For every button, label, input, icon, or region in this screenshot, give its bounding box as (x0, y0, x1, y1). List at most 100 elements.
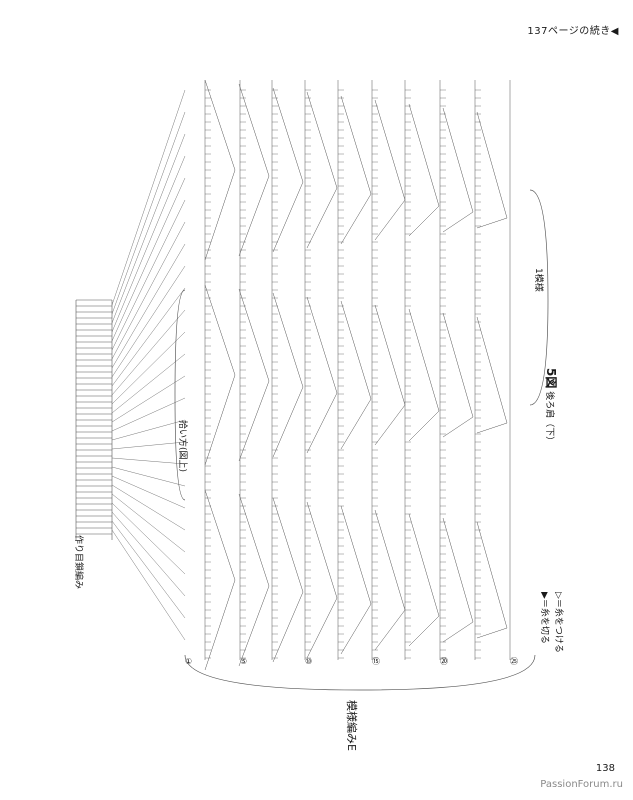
stitch-line (111, 111, 186, 315)
stitch-line (111, 133, 186, 324)
pickup-bracket (174, 289, 186, 501)
row-number: ⑤ (240, 657, 247, 666)
stitch-line (111, 375, 186, 423)
stitch-line (476, 422, 508, 434)
legend-attach: ▷＝糸をつける (553, 592, 563, 653)
stitch-line (238, 175, 270, 257)
stitch-line (408, 513, 440, 617)
stitch-line (204, 79, 236, 171)
stitch-line (442, 621, 474, 643)
stitch-line (111, 221, 186, 360)
stitch-line (340, 505, 372, 605)
continued-note: 137ページの続き◀ (527, 26, 619, 37)
stitch-line (476, 521, 508, 629)
stitch-line (111, 493, 186, 553)
stitch-line (111, 502, 186, 575)
stitch-line (111, 155, 186, 333)
stitch-line (238, 493, 270, 587)
stitch-line (111, 457, 186, 465)
stitch-line (111, 265, 186, 378)
stitch-line (476, 111, 508, 219)
stitch-line (408, 615, 440, 647)
stitch-line (111, 353, 186, 414)
stitch-line (272, 497, 304, 593)
stitch-line (306, 392, 338, 454)
stitch-line (408, 103, 440, 207)
stitch-line (238, 585, 270, 667)
watermark: PassionForum.ru (540, 779, 623, 790)
stitch-line (408, 410, 440, 442)
pattern-e-label: 模様編みE (345, 700, 358, 751)
stitch-line (442, 107, 474, 213)
stitch-line (340, 398, 372, 450)
legend-cut: ▶＝糸を切る (539, 592, 549, 644)
pickup-note: 拾い方(図上) (177, 420, 187, 473)
stitch-line (374, 404, 406, 446)
page-number: 138 (595, 763, 615, 774)
row-number: ⑩ (305, 657, 312, 666)
stitch-line (111, 419, 186, 441)
stitch-line (111, 177, 186, 342)
figure-subtitle: 後ろ肩（下） (544, 391, 554, 446)
stitch-line (272, 292, 304, 388)
start-chain-label: 作り目鎖編み (73, 535, 83, 590)
stitch-line (306, 187, 338, 249)
pattern-bracket (184, 654, 536, 691)
stitch-line (306, 597, 338, 659)
figure-title-block: 5図 後ろ肩（下） (543, 368, 560, 445)
stitch-line (111, 243, 186, 369)
stitch-line (111, 331, 186, 405)
stitch-line (340, 95, 372, 195)
stitch-line (442, 517, 474, 623)
stitch-line (442, 312, 474, 418)
stitch-line (204, 579, 236, 671)
stitch-line (340, 603, 372, 655)
stitch-line (374, 99, 406, 201)
stitch-line (111, 511, 186, 597)
stitch-line (111, 89, 186, 306)
stitch-line (204, 169, 236, 261)
stitch-line (111, 466, 186, 487)
stitch-line (272, 386, 304, 458)
stitch-line (111, 520, 186, 619)
stitch-line (272, 591, 304, 663)
stitch-line (306, 91, 338, 189)
row-number: ⑳ (440, 657, 448, 666)
stitch-line (374, 609, 406, 651)
stitch-line (374, 509, 406, 611)
stitch-line (306, 296, 338, 394)
stitch-line (238, 380, 270, 462)
stitch-line (340, 193, 372, 245)
stitch-line (111, 475, 186, 509)
stitch-line (272, 87, 304, 183)
stitch-line (111, 397, 186, 432)
stitch-line (111, 441, 186, 450)
row-number: ① (185, 657, 192, 666)
stitch-line (442, 416, 474, 438)
stitch-line (204, 284, 236, 376)
row-number: ⑮ (372, 657, 380, 666)
stitch-line (111, 529, 186, 641)
stitch-line (111, 309, 186, 396)
stitch-line (340, 300, 372, 400)
stitch-line (111, 287, 186, 387)
stitch-line (476, 627, 508, 639)
stitch-line (204, 489, 236, 581)
stitch-line (408, 308, 440, 412)
stitch-line (204, 374, 236, 466)
repeat-bracket (529, 189, 549, 406)
stitch-line (408, 205, 440, 237)
stitch-line (442, 211, 474, 233)
repeat-label: 1模様 (533, 268, 543, 292)
stitch-line (238, 83, 270, 177)
stitch-line (111, 484, 186, 531)
stitch-line (306, 501, 338, 599)
stitch-line (476, 217, 508, 229)
stitch-line (111, 199, 186, 351)
stitch-line (272, 181, 304, 253)
stitch-line (374, 304, 406, 406)
stitch-line (476, 316, 508, 424)
figure-number: 5図 (544, 368, 558, 389)
